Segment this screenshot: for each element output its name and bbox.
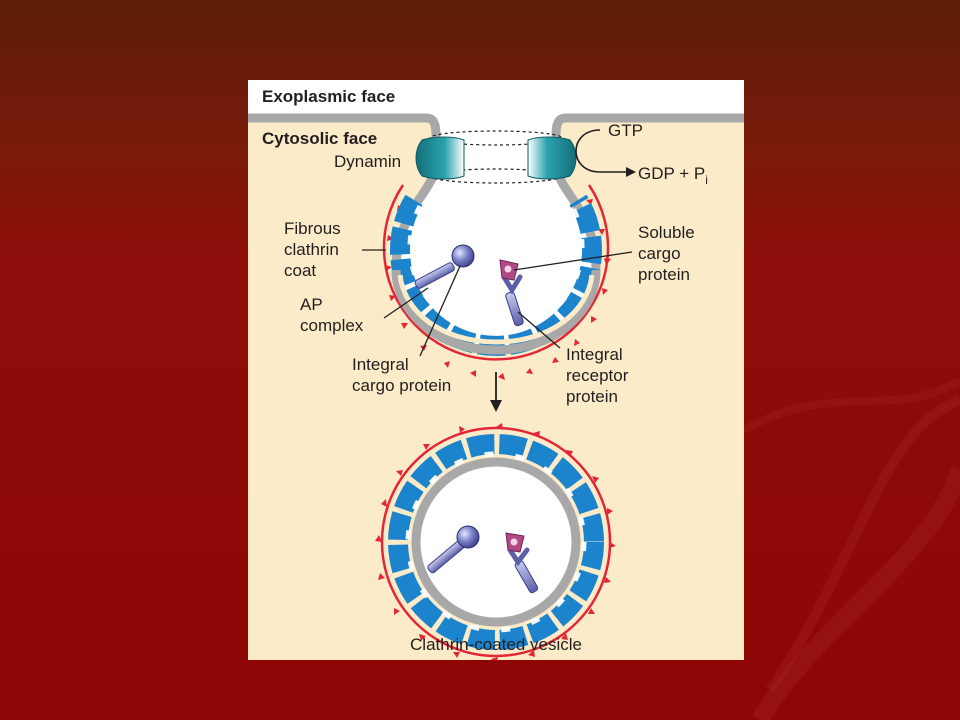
bud-gap xyxy=(397,274,595,345)
bud-membrane-inner xyxy=(391,269,601,355)
ap-complex-label-line1: AP xyxy=(300,295,323,314)
diagram-panel: Exoplasmic face Cytosolic face Dynamin G… xyxy=(248,80,744,660)
vesicle-membrane xyxy=(411,457,581,627)
ap-complex-ring-vesicle xyxy=(388,434,604,650)
soluble-cargo-label-line3: protein xyxy=(638,265,690,284)
gtp-label: GTP xyxy=(608,121,643,140)
vesicle-integral-cargo-icon xyxy=(427,525,480,574)
cytosolic-face-label: Cytosolic face xyxy=(262,129,377,148)
vesicle-receptor-icon xyxy=(507,547,539,594)
integral-receptor-label-line2: receptor xyxy=(566,366,629,385)
fibrous-clathrin-coat-label-line1: Fibrous xyxy=(284,219,341,238)
integral-cargo-label-line2: cargo protein xyxy=(352,376,451,395)
dynamin-left-icon xyxy=(415,136,465,180)
ap-complex-leader-line xyxy=(383,287,429,319)
clathrin-barbs-vesicle xyxy=(375,423,616,660)
down-arrow-icon xyxy=(490,400,502,412)
integral-receptor-leader-line xyxy=(517,311,561,349)
gdp-pi-label: GDP + Pi xyxy=(638,164,708,187)
ap-complex-notches-vesicle xyxy=(405,451,587,633)
vesicle-soluble-cargo-icon xyxy=(505,532,525,553)
soluble-cargo-label-line2: cargo xyxy=(638,244,681,263)
dynamin-right-icon xyxy=(527,136,577,180)
soluble-cargo-label-line1: Soluble xyxy=(638,223,695,242)
endocytosis-diagram: Exoplasmic face Cytosolic face Dynamin G… xyxy=(248,80,744,660)
dynamin-label: Dynamin xyxy=(334,152,401,171)
integral-receptor-label-line1: Integral xyxy=(566,345,623,364)
fibrous-clathrin-coat-label-line3: coat xyxy=(284,261,316,280)
fibrous-clathrin-coat-label-line2: clathrin xyxy=(284,240,339,259)
integral-receptor-protein-icon xyxy=(501,274,524,327)
integral-cargo-label-line1: Integral xyxy=(352,355,409,374)
soluble-cargo-leader-line xyxy=(513,251,633,271)
soluble-cargo-protein-icon xyxy=(499,259,519,281)
exoplasmic-region xyxy=(248,80,744,114)
gtp-reaction-arrow xyxy=(575,129,626,173)
integral-receptor-label-line3: protein xyxy=(566,387,618,406)
integral-cargo-protein-icon xyxy=(414,244,475,289)
integral-cargo-leader-line xyxy=(419,265,461,357)
exoplasmic-face-label: Exoplasmic face xyxy=(262,87,395,106)
ap-complex-label-line2: complex xyxy=(300,316,364,335)
gtp-arrowhead-icon xyxy=(626,167,636,177)
vesicle-caption: Clathrin-coated vesicle xyxy=(410,635,582,654)
